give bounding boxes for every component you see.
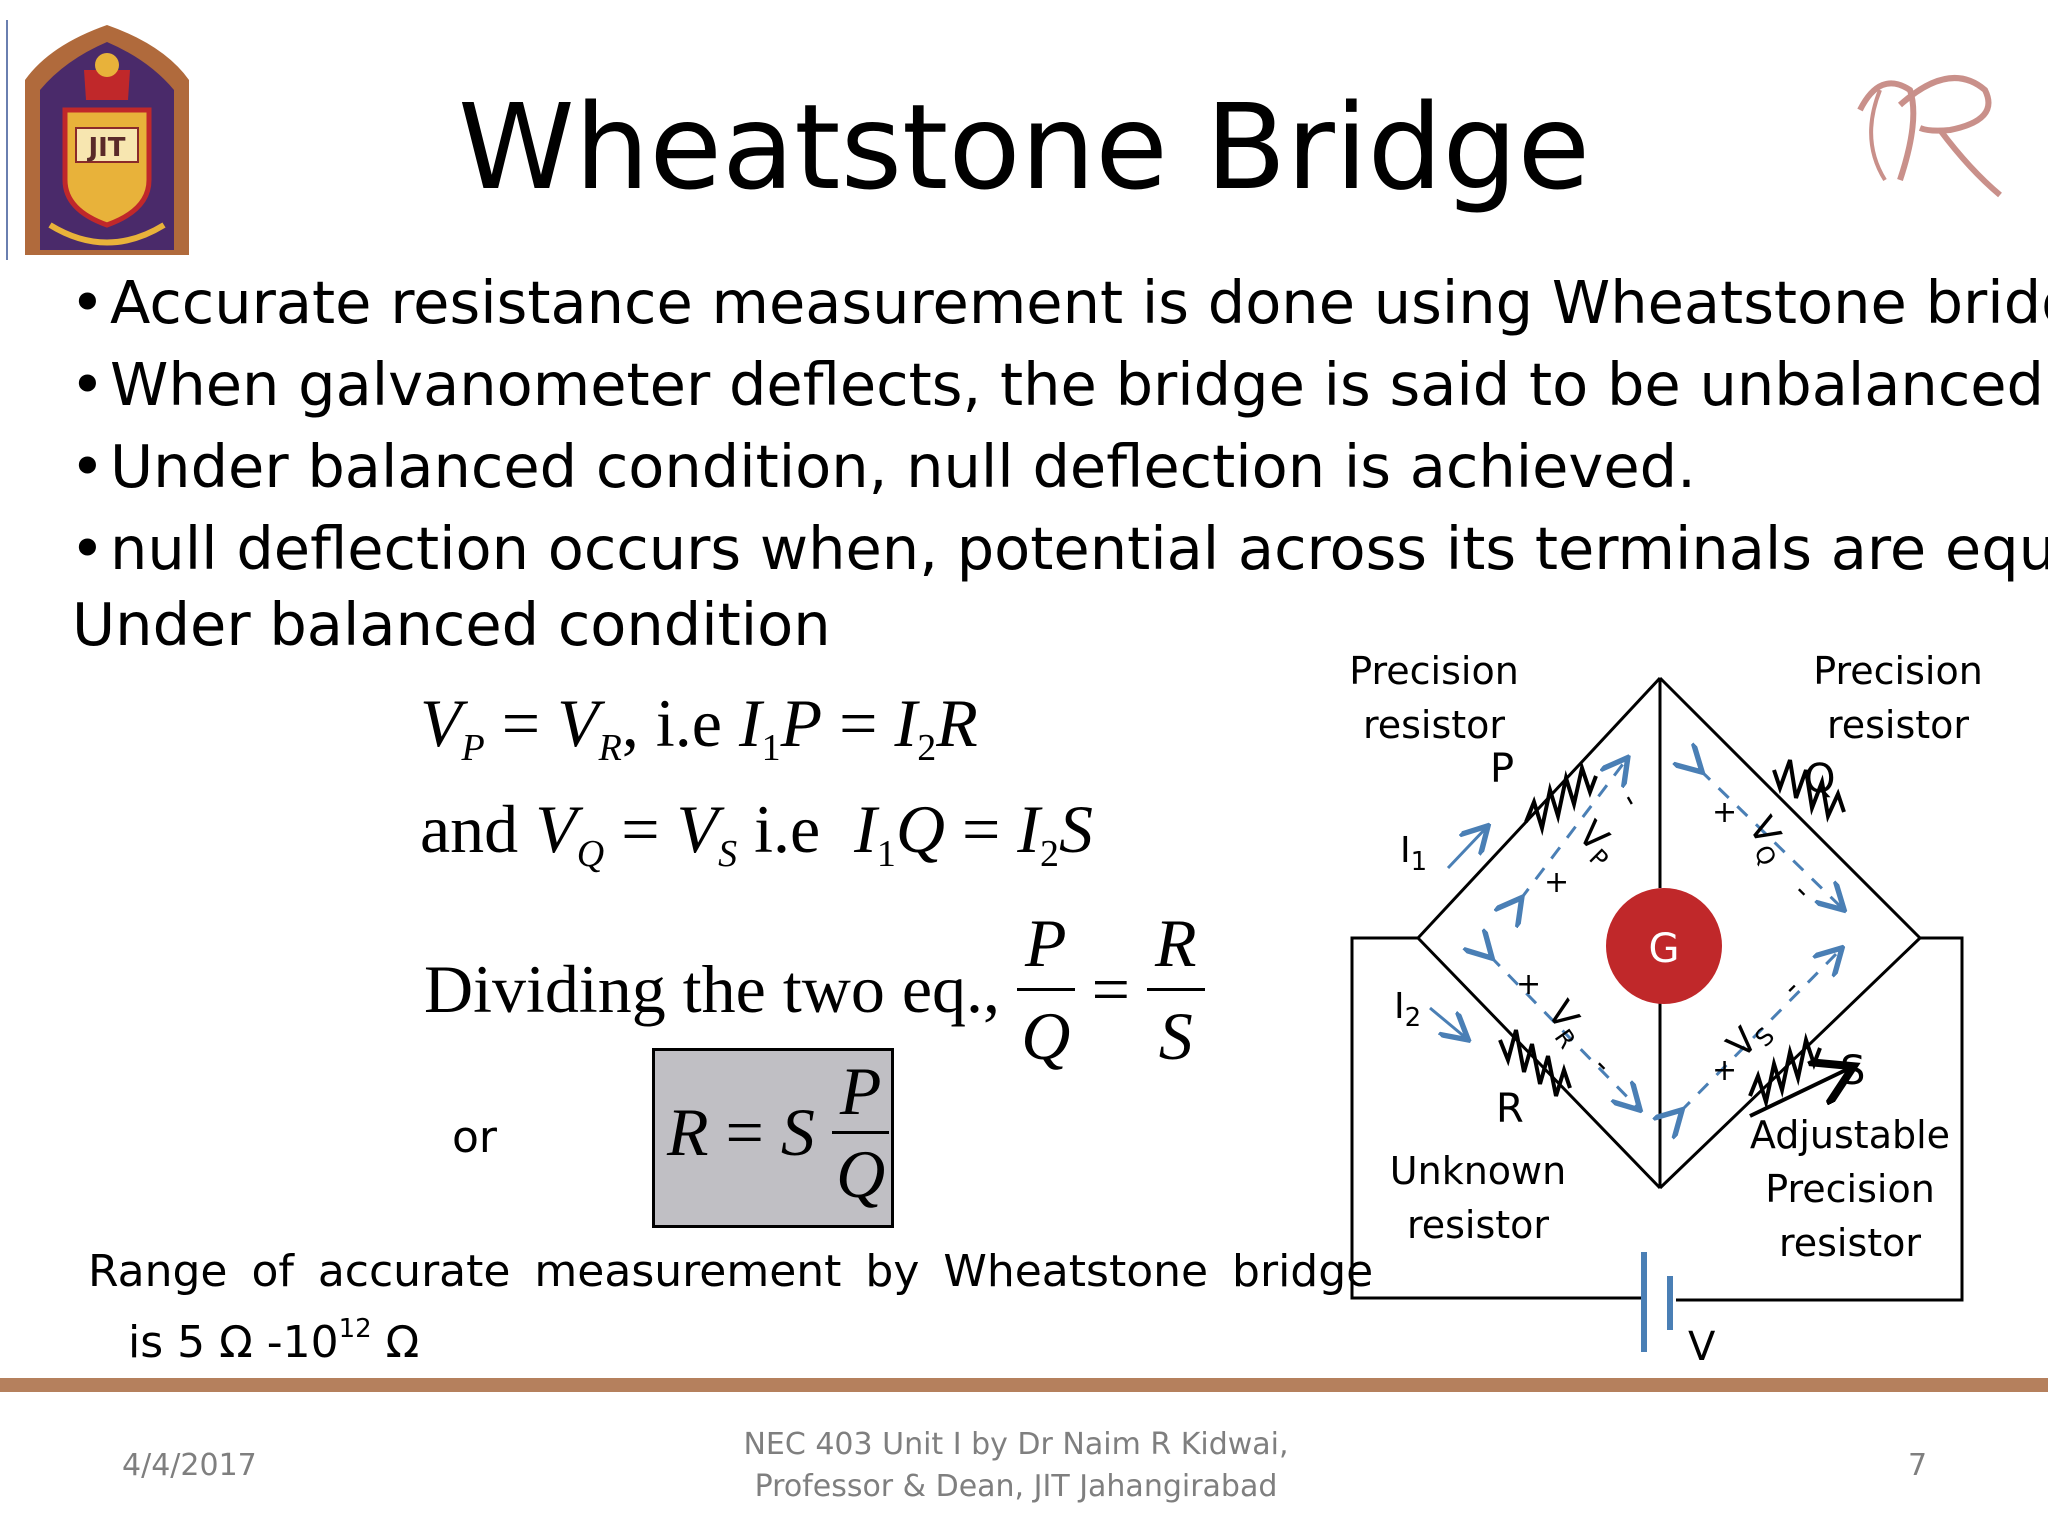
label-v: V — [1688, 1324, 1716, 1370]
range-prefix: is 5 Ω -10 — [128, 1317, 339, 1368]
label-precision-left-2: resistor — [1363, 703, 1505, 747]
label-adjustable-2: Precision — [1765, 1167, 1935, 1211]
footer-divider-bar — [0, 1378, 2048, 1392]
label-i1: I1 — [1400, 830, 1427, 877]
label-i2: I2 — [1394, 986, 1421, 1033]
bullet-item: •Accurate resistance measurement is done… — [70, 262, 2048, 344]
footer-credit-line1: NEC 403 Unit I by Dr Naim R Kidwai, — [743, 1427, 1289, 1462]
label-s: S — [1840, 1048, 1865, 1094]
label-q: Q — [1804, 756, 1835, 802]
bullet-item: •When galvanometer deflects, the bridge … — [70, 344, 2048, 426]
label-vq: VQ — [1736, 810, 1798, 871]
equation-vp-vr: VP = VR, i.e I1P = I2R — [420, 685, 978, 769]
or-label: or — [452, 1112, 498, 1163]
label-adjustable-1: Adjustable — [1750, 1113, 1950, 1157]
label-unknown-2: resistor — [1407, 1203, 1549, 1247]
label-precision-right-2: resistor — [1827, 703, 1969, 747]
label-precision-right-1: Precision — [1813, 649, 1983, 693]
vs-arrow — [1680, 950, 1840, 1112]
label-adjustable-3: resistor — [1779, 1221, 1921, 1265]
eq2-ie-text: i.e — [737, 791, 838, 867]
vq-plus-sign: + — [1712, 795, 1737, 830]
vs-plus-sign: + — [1712, 1053, 1737, 1088]
vr-plus-sign: + — [1516, 967, 1541, 1002]
vp-minus-sign: - — [1613, 787, 1649, 814]
footer-credit: NEC 403 Unit I by Dr Naim R Kidwai, Prof… — [700, 1424, 1332, 1508]
slide-title: Wheatstone Bridge — [457, 78, 1591, 216]
label-precision-left-1: Precision — [1349, 649, 1519, 693]
eq1-ie-text: , i.e — [621, 685, 739, 761]
resistor-p-symbol — [1524, 760, 1598, 836]
nr-monogram-logo — [1857, 75, 2002, 198]
bullet-text: Accurate resistance measurement is done … — [110, 268, 2048, 337]
bullet-dot-icon: • — [70, 514, 105, 583]
footer-page-number: 7 — [1908, 1448, 1928, 1483]
label-r: R — [1496, 1086, 1524, 1132]
logo-text: JIT — [86, 133, 125, 163]
bullet-item: •Under balanced condition, null deflecti… — [70, 426, 2048, 508]
bullet-text: null deflection occurs when, potential a… — [110, 514, 2048, 583]
vp-arrow — [1520, 760, 1626, 900]
footer-date: 4/4/2017 — [122, 1448, 257, 1483]
bullet-dot-icon: • — [70, 268, 105, 337]
current-i1-arrow — [1446, 828, 1486, 870]
logo-divider-line — [6, 20, 8, 260]
equation-vq-vs: and VQ = VS i.e I1Q = I2S — [420, 791, 1093, 875]
range-suffix: Ω — [371, 1317, 420, 1368]
vr-minus-sign: - — [1586, 1049, 1618, 1081]
bullet-dot-icon: • — [70, 432, 105, 501]
range-exponent: 12 — [338, 1314, 372, 1344]
wheatstone-bridge-diagram: G P Q R S V I1 I2 VP VQ VR VS + - + - + … — [1349, 649, 1983, 1370]
balanced-condition-heading: Under balanced condition — [72, 590, 831, 659]
dividing-text: Dividing the two eq., — [424, 951, 1001, 1027]
label-unknown-1: Unknown — [1390, 1149, 1566, 1193]
label-vp: VP — [1566, 813, 1626, 873]
eq2-and-text: and — [420, 791, 536, 867]
galvanometer-circle — [1606, 888, 1722, 1004]
bullet-dot-icon: • — [70, 350, 105, 419]
bullet-item: •null deflection occurs when, potential … — [70, 508, 2048, 590]
label-p: P — [1490, 746, 1514, 792]
vr-arrow — [1490, 956, 1638, 1108]
range-text-line1: Range of accurate measurement by Wheatst… — [88, 1246, 1374, 1297]
bullet-text: When galvanometer deflects, the bridge i… — [110, 350, 2048, 419]
jit-logo: JIT — [25, 25, 189, 255]
vp-plus-sign: + — [1544, 865, 1569, 900]
label-vr: VR — [1535, 994, 1596, 1054]
vq-arrow — [1700, 770, 1842, 908]
vq-minus-sign: - — [1786, 875, 1818, 907]
current-i2-arrow — [1429, 1006, 1466, 1038]
bullet-list: •Accurate resistance measurement is done… — [70, 262, 2048, 590]
range-text-line2: is 5 Ω -1012 Ω — [128, 1314, 419, 1368]
footer-credit-line2: Professor & Dean, JIT Jahangirabad — [754, 1469, 1278, 1504]
bullet-text: Under balanced condition, null deflectio… — [110, 432, 1696, 501]
galvanometer-label: G — [1649, 926, 1680, 972]
